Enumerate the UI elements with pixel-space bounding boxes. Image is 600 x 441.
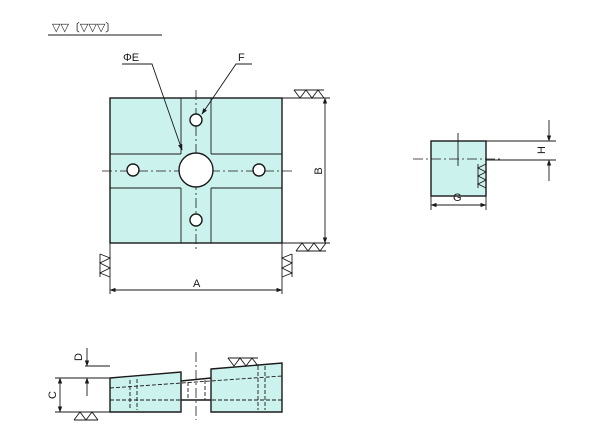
hole-f-bottom	[189, 213, 203, 227]
finish-mark-front-top	[227, 357, 259, 367]
finish-mark-bottom-right	[282, 242, 327, 252]
dimension-a-label: A	[193, 278, 201, 290]
hole-f-right	[252, 163, 266, 177]
center-hole-phi-e	[178, 152, 214, 188]
phi-e-leader	[122, 63, 183, 151]
front-right-body	[210, 362, 283, 413]
side-view: G H	[413, 120, 556, 210]
f-leader	[201, 63, 252, 115]
dimension-d-label: D	[73, 353, 85, 361]
finish-mark-right	[280, 253, 294, 278]
dimension-c-label: C	[47, 391, 59, 399]
top-view: ΦE F A B	[98, 52, 330, 294]
finish-mark-left	[98, 253, 112, 278]
finish-mark-top-right	[282, 89, 326, 99]
dimension-b-label: B	[313, 167, 325, 174]
block-side-view	[430, 140, 487, 197]
phi-e-label: ΦE	[123, 52, 139, 64]
f-label: F	[238, 52, 245, 64]
dimension-g-label: G	[453, 192, 462, 204]
front-view: C D	[47, 348, 283, 421]
surface-finish-title: ▽▽〔▽▽▽〕	[48, 21, 162, 36]
finish-mark-front-bottom	[55, 411, 110, 421]
surface-finish-title-text: ▽▽〔▽▽▽〕	[52, 21, 116, 34]
front-left-body	[109, 371, 182, 413]
hole-f-top	[189, 113, 203, 127]
dimension-h-label: H	[536, 146, 548, 154]
hole-f-left	[126, 163, 140, 177]
finish-mark-side	[476, 163, 488, 189]
